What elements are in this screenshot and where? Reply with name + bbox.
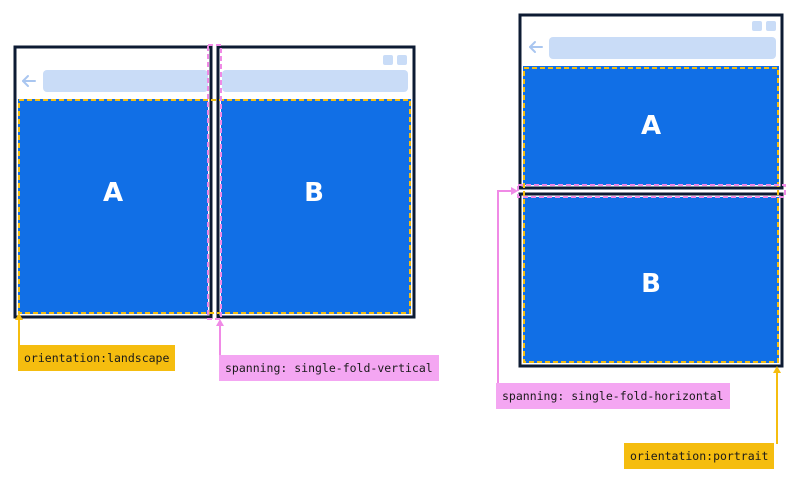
arrow-left-icon [22,75,36,87]
landscape-viewport-outline [18,99,411,314]
portrait-device: A B [517,13,786,368]
landscape-right-screen: B [216,45,416,319]
orientation-landscape-callout: orientation:landscape [18,345,176,371]
landscape-pane-b [221,99,411,314]
portrait-viewport-outline [523,67,779,363]
portrait-bottom-screen: B [518,192,784,368]
arrow-left-icon [529,41,543,53]
portrait-pane-b [523,197,779,363]
horizontal-spanning-pointer [497,187,518,384]
portrait-pane-a [523,66,779,185]
window-control-icon [766,21,776,31]
spanning-horizontal-callout: spanning: single-fold-horizontal [496,383,730,409]
portrait-orientation-pointer [773,366,781,444]
vertical-spanning-pointer [216,319,224,356]
landscape-address-bar-right [222,70,408,92]
window-control-icon [397,55,407,65]
landscape-pane-b-label: B [304,178,324,208]
landscape-left-screen: A [13,45,213,319]
landscape-pane-a [18,99,208,314]
portrait-pane-b-label: B [641,269,661,299]
portrait-address-bar [549,37,776,59]
orientation-portrait-callout: orientation:portrait [624,443,775,469]
landscape-pane-a-label: A [103,178,123,208]
portrait-pane-a-label: A [641,111,661,141]
portrait-top-screen: A [518,13,784,190]
landscape-device: A B [13,44,416,320]
window-control-icon [752,21,762,31]
landscape-orientation-pointer [15,313,23,346]
window-control-icon [383,55,393,65]
spanning-vertical-callout: spanning: single-fold-vertical [219,355,439,381]
vertical-fold-outline [207,44,222,320]
landscape-address-bar [43,70,208,92]
